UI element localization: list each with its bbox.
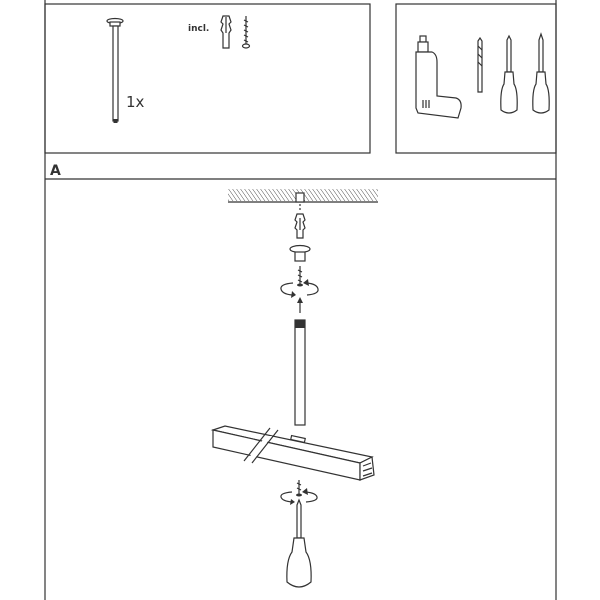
phillips-screwdriver-icon [532,32,550,114]
flat-screwdriver-icon [286,498,312,588]
screw-icon [296,480,302,497]
parts-box [44,3,371,154]
mounting-slot [290,434,306,444]
drill-hole [295,192,305,203]
tools-box [395,3,557,154]
rotate-arrows-icon [280,279,319,298]
ceiling-canopy-icon [289,244,311,262]
screw-icon [241,16,251,49]
ceiling-hatch [228,189,378,203]
drill-bit-icon [477,36,483,93]
drill-icon [415,35,462,119]
included-label: incl. [188,24,210,34]
suspension-rod-icon [106,17,124,123]
quantity-label: 1x [126,93,145,111]
flat-screwdriver-icon [500,34,518,114]
suspension-rod-icon [294,319,306,426]
wall-plug-icon [220,15,232,49]
page-frame [44,0,557,600]
wall-plug-icon [294,213,306,239]
arrow-up-icon [297,297,303,313]
track-rail-icon [210,425,375,481]
rotate-arrows-icon [280,488,318,505]
step-label: A [50,163,61,179]
screw-icon [297,266,303,287]
